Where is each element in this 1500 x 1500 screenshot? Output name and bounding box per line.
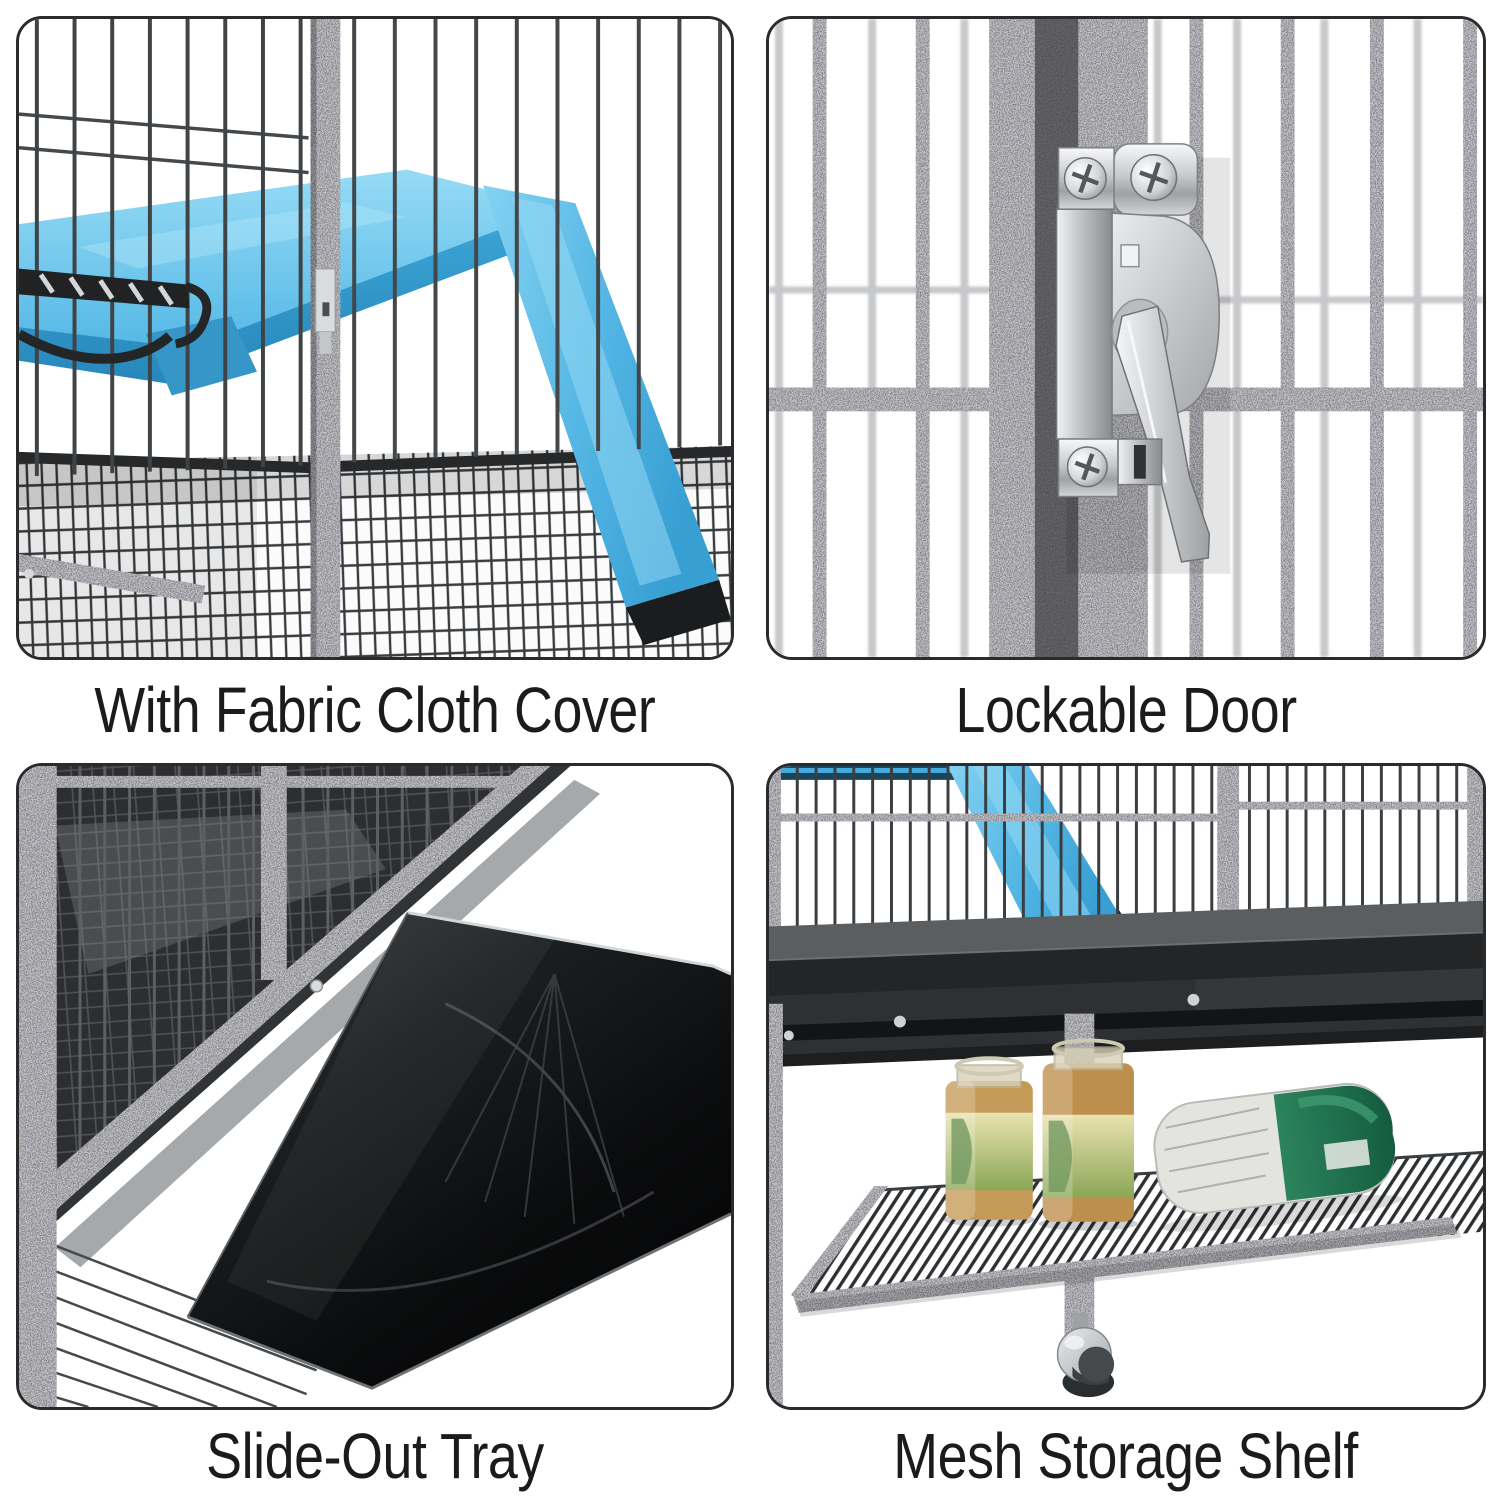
caster-wheel xyxy=(1056,1312,1115,1398)
cage-bars xyxy=(19,19,731,477)
food-jar xyxy=(1038,1038,1138,1231)
slide-out-tray xyxy=(186,911,731,1390)
latch-screw xyxy=(1063,153,1178,202)
hinge-plate xyxy=(314,267,337,333)
cage-front-frame xyxy=(19,766,601,1268)
corner-post xyxy=(310,19,341,657)
latch-plate xyxy=(1055,208,1113,440)
feature-photo-fabric-cover xyxy=(16,16,734,660)
cage-base-frame xyxy=(769,900,1483,1068)
corner-post xyxy=(19,766,57,1407)
feature-photo-lockable-door xyxy=(766,16,1486,660)
lock-latch xyxy=(1055,143,1231,574)
tray-reflection xyxy=(227,912,655,1321)
feature-caption-lockable-door: Lockable Door xyxy=(955,674,1297,746)
feature-caption-fabric-cover: With Fabric Cloth Cover xyxy=(94,674,656,746)
feature-caption-slide-out-tray: Slide-Out Tray xyxy=(206,1420,544,1492)
shelf-handle xyxy=(19,268,212,364)
food-jar xyxy=(943,1056,1035,1227)
feature-caption-mesh-storage-shelf: Mesh Storage Shelf xyxy=(893,1420,1359,1492)
feature-photo-mesh-storage-shelf xyxy=(766,763,1486,1410)
feature-photo-slide-out-tray xyxy=(16,763,734,1410)
bedding-bag xyxy=(1153,1082,1403,1232)
corner-post xyxy=(260,766,287,980)
